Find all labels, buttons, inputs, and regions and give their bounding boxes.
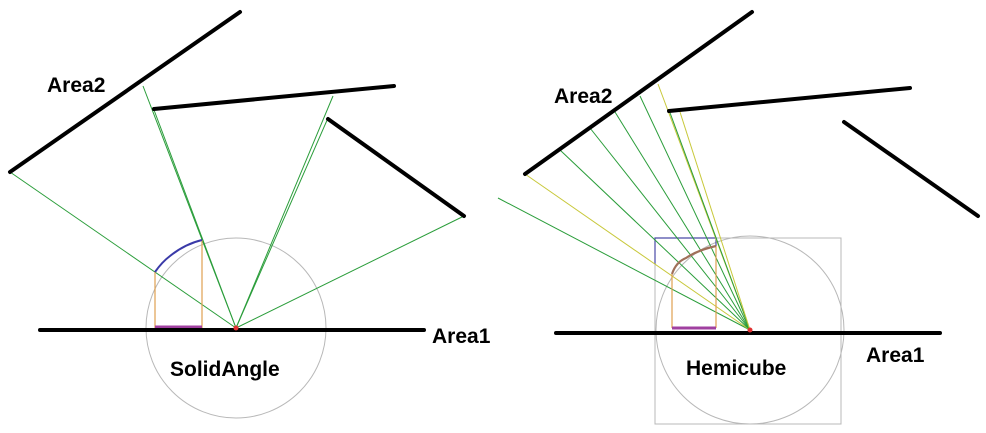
hemicube-unit-circle	[655, 235, 845, 425]
solid-angle-area2-label: Area2	[47, 74, 105, 97]
solid-angle-ray	[235, 95, 334, 329]
hemicube-ray	[524, 173, 751, 331]
hemicube-ray	[589, 127, 751, 331]
solid-angle-area2-segment	[8, 10, 242, 174]
hemicube-ray	[559, 149, 751, 331]
hemicube-ray	[668, 109, 751, 331]
hemicube-projected-arc	[670, 244, 717, 275]
hemicube-projection-guides	[671, 246, 717, 328]
solid-angle-rays	[9, 85, 465, 329]
hemicube-panel: Area2 Area1 Hemicube	[497, 10, 980, 425]
solid-angle-ray	[9, 171, 237, 329]
hemicube-area2-segment	[842, 120, 980, 218]
solid-angle-area2-surfaces	[8, 10, 466, 218]
solid-angle-caption: SolidAngle	[170, 358, 280, 381]
hemicube-area2-segment	[523, 10, 754, 176]
hemicube-area1-label: Area1	[866, 344, 925, 367]
solid-angle-origin-point	[233, 325, 239, 331]
hemicube-ray	[639, 95, 751, 331]
hemicube-caption: Hemicube	[686, 357, 786, 380]
solid-angle-ray	[153, 109, 237, 329]
solid-angle-area2-segment	[152, 84, 396, 111]
solid-angle-panel: Area2 Area1 SolidAngle	[8, 10, 491, 419]
hemicube-top-face	[654, 237, 717, 264]
hemicube-ray	[679, 111, 751, 331]
hemicube-ray	[614, 111, 751, 331]
hemicube-origin-point	[747, 327, 753, 333]
solid-angle-area1-label: Area1	[432, 325, 491, 348]
hemicube-ray	[497, 197, 751, 331]
solid-angle-projection-guides	[154, 240, 203, 328]
hemicube-area2-label: Area2	[554, 85, 612, 108]
hemicube-area2-surfaces	[523, 10, 980, 218]
hemicube-rays	[497, 83, 751, 331]
solid-angle-projected-arc	[154, 239, 203, 273]
solid-angle-area2-segment	[326, 117, 466, 218]
solid-angle-ray	[235, 117, 329, 329]
solid-angle-ray	[235, 215, 465, 329]
hemicube-area2-segment	[667, 86, 912, 113]
